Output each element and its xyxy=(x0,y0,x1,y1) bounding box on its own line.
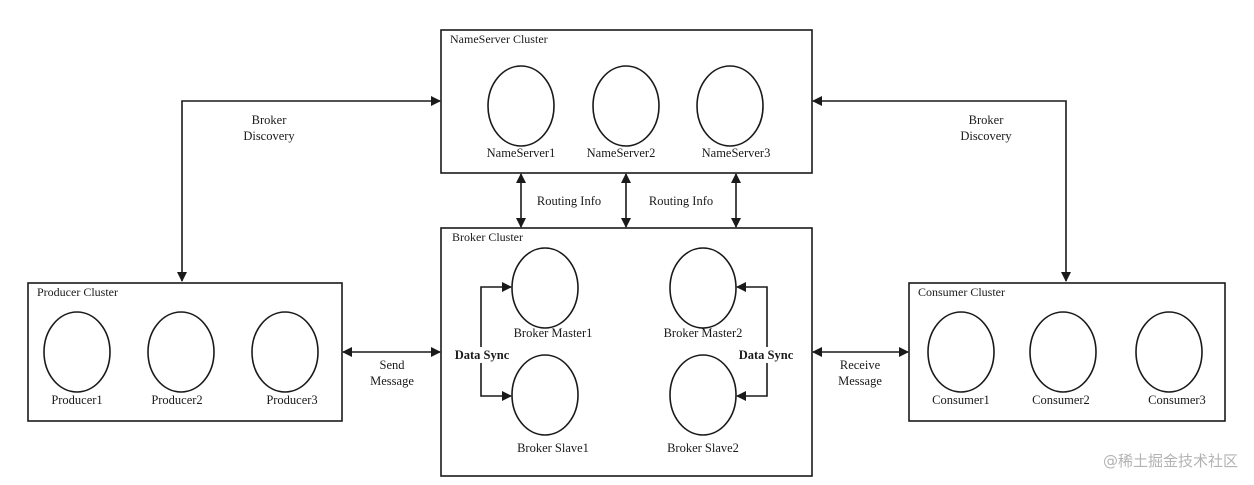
data-sync-left-arrow xyxy=(480,282,512,401)
producer2-label: Producer2 xyxy=(151,393,202,407)
consumer-cluster: Consumer Cluster Consumer1 Consumer2 Con… xyxy=(908,282,1226,422)
send-message-label-line2: Message xyxy=(370,374,414,388)
producer2-node xyxy=(147,311,215,393)
nameserver-cluster-title: NameServer Cluster xyxy=(450,32,548,46)
consumer1-node xyxy=(927,311,995,393)
broker-discovery-left-label-line2: Discovery xyxy=(243,129,295,143)
routing-info-label-1: Routing Info xyxy=(537,194,601,208)
producer3-node xyxy=(251,311,319,393)
broker-discovery-right-label-line2: Discovery xyxy=(960,129,1012,143)
nameserver2-node xyxy=(592,65,660,147)
nameserver2-label: NameServer2 xyxy=(587,146,656,160)
data-sync-left-label: Data Sync xyxy=(455,348,510,362)
send-message-label-line1: Send xyxy=(380,358,406,372)
broker-discovery-right-arrow xyxy=(812,96,1071,282)
data-sync-right-label: Data Sync xyxy=(739,348,794,362)
consumer1-label: Consumer1 xyxy=(932,393,990,407)
nameserver3-label: NameServer3 xyxy=(702,146,771,160)
receive-message-label-line1: Receive xyxy=(840,358,881,372)
broker-master2-label: Broker Master2 xyxy=(664,326,743,340)
broker-cluster: Broker Cluster Broker Master1 Broker Mas… xyxy=(440,227,813,477)
broker-slave2-node xyxy=(669,354,737,436)
broker-discovery-left-arrow xyxy=(177,96,441,282)
broker-slave1-label: Broker Slave1 xyxy=(517,441,589,455)
broker-master1-label: Broker Master1 xyxy=(514,326,593,340)
producer-cluster-title: Producer Cluster xyxy=(37,285,118,299)
consumer3-label: Consumer3 xyxy=(1148,393,1206,407)
routing-info-label-2: Routing Info xyxy=(649,194,713,208)
consumer2-label: Consumer2 xyxy=(1032,393,1090,407)
consumer-cluster-title: Consumer Cluster xyxy=(918,285,1005,299)
watermark: @稀土掘金技术社区 xyxy=(1103,452,1238,470)
producer3-label: Producer3 xyxy=(266,393,317,407)
broker-master2-node xyxy=(669,247,737,329)
producer1-node xyxy=(43,311,111,393)
broker-cluster-title: Broker Cluster xyxy=(452,230,523,244)
data-sync-right-arrow xyxy=(736,282,768,401)
broker-slave1-node xyxy=(511,354,579,436)
nameserver1-node xyxy=(487,65,555,147)
producer-cluster: Producer Cluster Producer1 Producer2 Pro… xyxy=(27,282,343,422)
nameserver3-node xyxy=(696,65,764,147)
consumer3-node xyxy=(1135,311,1203,393)
receive-message-label-line2: Message xyxy=(838,374,882,388)
broker-slave2-label: Broker Slave2 xyxy=(667,441,739,455)
producer1-label: Producer1 xyxy=(51,393,102,407)
broker-master1-node xyxy=(511,247,579,329)
consumer2-node xyxy=(1029,311,1097,393)
broker-discovery-left-label-line1: Broker xyxy=(252,113,288,127)
nameserver-cluster: NameServer Cluster NameServer1 NameServe… xyxy=(440,29,813,174)
broker-discovery-right-label-line1: Broker xyxy=(969,113,1005,127)
nameserver1-label: NameServer1 xyxy=(487,146,556,160)
